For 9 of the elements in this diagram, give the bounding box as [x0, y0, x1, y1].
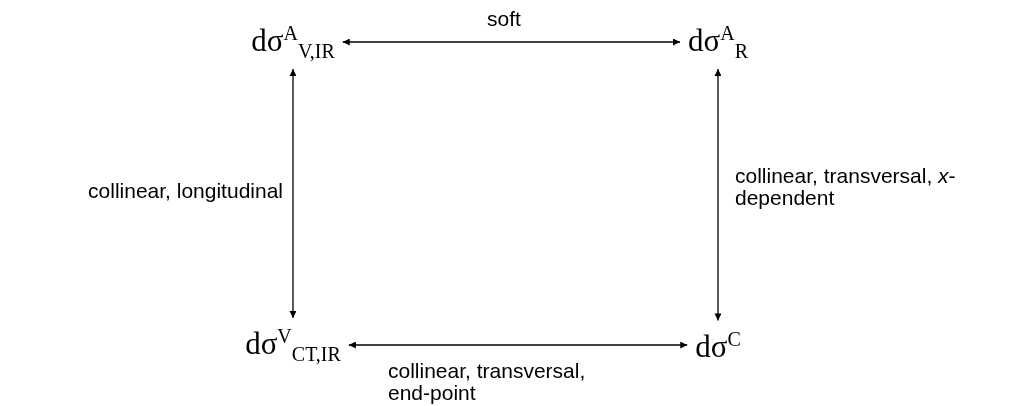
- arrow: [289, 68, 297, 319]
- edge-label: collinear, transversal, x-dependent: [735, 165, 957, 209]
- edge-label: collinear, longitudinal: [87, 180, 283, 202]
- arrow: [348, 341, 688, 349]
- edge-label: collinear, transversal, end-point: [388, 360, 587, 404]
- arrow: [714, 68, 722, 322]
- edge-label: soft: [487, 8, 522, 30]
- arrow: [342, 38, 681, 46]
- math-expression: dσ$^{C}$: [695, 328, 741, 362]
